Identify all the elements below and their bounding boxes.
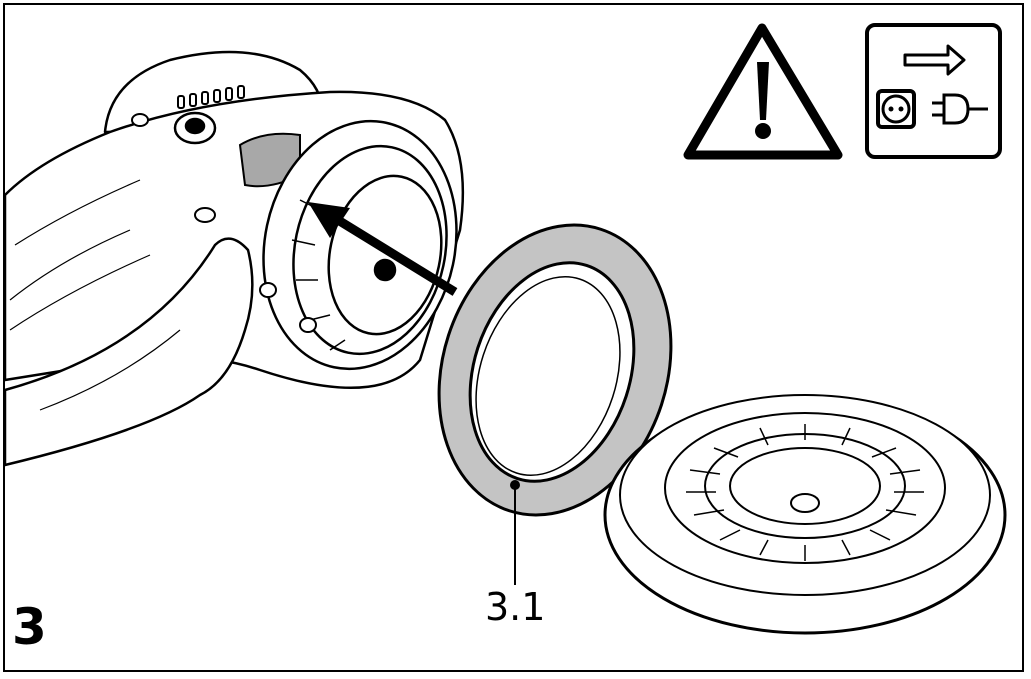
backing-pad-ribs	[686, 424, 924, 561]
vent-slots	[177, 85, 245, 109]
screw-top	[173, 111, 217, 145]
backing-pad	[603, 394, 1007, 635]
warning-icon	[683, 23, 843, 160]
protection-ring-3-1	[437, 223, 673, 517]
unplug-mains-icon	[865, 23, 1002, 159]
figure-number: 3	[12, 598, 47, 656]
callout-label-ring: 3.1	[485, 585, 546, 629]
callout-leader	[510, 480, 520, 585]
pad-holder-flange	[262, 119, 458, 371]
grip-lines	[9, 179, 181, 411]
direction-arrow	[308, 202, 458, 296]
